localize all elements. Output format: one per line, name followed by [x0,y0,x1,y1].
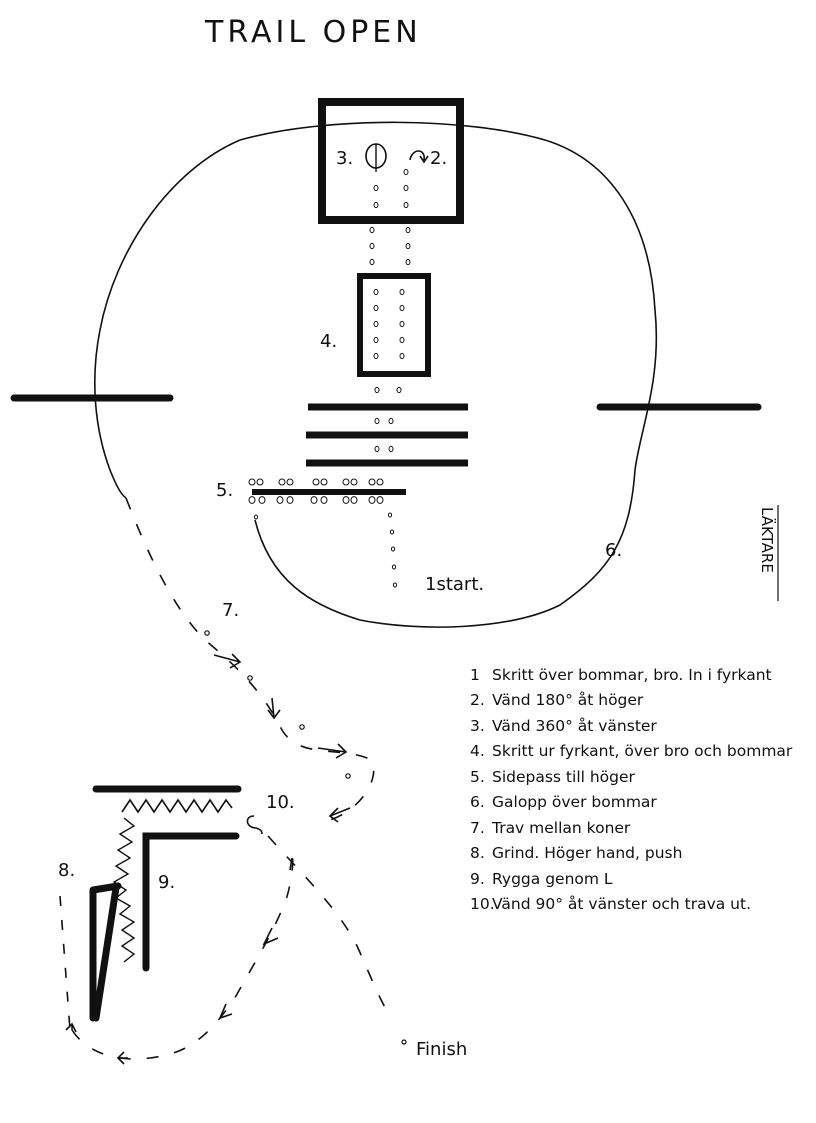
zigzag-left [112,817,136,963]
l-shape-pole [142,832,240,972]
turn-360-icon [365,143,387,172]
hoof-tracks [248,168,411,588]
label-9: 9. [158,872,175,893]
legend-item-text: Skritt över bommar, bro. In i fyrkant [492,666,772,684]
arena-outline-left [94,139,241,499]
legend-item: 10.Vänd 90° åt vänster och trava ut. [470,893,800,915]
grandstand-label: LÄKTARE [758,507,777,573]
label-2: 2. [430,148,447,169]
arena-outline [239,121,658,628]
legend-item-number: 6. [470,793,485,812]
gate-swing [92,884,120,1022]
middle-box [357,273,431,377]
finish-label: Finish [416,1039,467,1060]
legend-item-number: 10. [470,895,495,914]
start-label: 1start. [425,574,484,595]
legend-item-text: Sidepass till höger [492,767,635,786]
legend-item-text: Vänd 90° åt vänster och trava ut. [492,895,752,914]
turn-180-icon [409,150,429,164]
legend-item-number: 7. [470,818,485,837]
legend-item: 7. Trav mellan koner [470,817,800,839]
legend-item-number: 2. [470,691,485,710]
legend-item: 3. Vänd 360° åt vänster [470,715,800,737]
legend-item-text: Ryggа genom L [492,869,613,888]
legend-item-number: 4. [470,742,485,761]
legend-item-number: 9. [470,869,485,888]
legend-item-number: 3. [470,716,485,735]
top-box [318,98,464,224]
legend-item-number: 1 [470,666,480,684]
legend-item: 9. Ryggа genom L [470,868,800,890]
trot-path [125,497,375,821]
legend: 1 Skritt över bommar, bro. In i fyrkant 2.… [470,664,800,919]
label-10: 10. [266,792,295,813]
label-3: 3. [336,148,353,169]
label-5: 5. [216,480,233,501]
grandstand-label-container: LÄKTARE [758,505,779,601]
legend-item-text: Trav mellan koner [492,818,631,837]
direction-arrows [213,653,351,823]
gate-path-left [59,895,71,1031]
label-7: 7. [222,600,239,621]
legend-item: 4. Skritt ur fyrkant, över bro och bommar [470,740,800,762]
turn-90-icon [246,815,263,835]
label-4: 4. [320,331,337,352]
gate-arrows [65,857,293,1065]
finish-path [267,835,393,1021]
title: TRAIL OPEN [204,15,422,50]
legend-item-text: Vänd 360° åt vänster [492,716,657,735]
legend-item-text: Galopp över bommar [492,793,657,812]
cones [204,630,351,779]
legend-item-text: Grind. Höger hand, push [492,844,683,863]
legend-item-number: 8. [470,844,485,863]
zigzag-top [121,798,233,814]
legend-item-text: Vänd 180° åt höger [492,691,644,710]
legend-item: 2. Vänd 180° åt höger [470,689,800,711]
label-8: 8. [58,860,75,881]
label-6: 6. [605,540,622,561]
finish-marker [401,1039,407,1045]
legend-item: 6. Galopp över bommar [470,791,800,813]
legend-item: 1 Skritt över bommar, bro. In i fyrkant [470,664,800,686]
legend-item: 5. Sidepass till höger [470,766,800,788]
legend-item-number: 5. [470,767,485,786]
legend-item: 8. Grind. Höger hand, push [470,842,800,864]
legend-item-text: Skritt ur fyrkant, över bro och bommar [492,742,793,761]
